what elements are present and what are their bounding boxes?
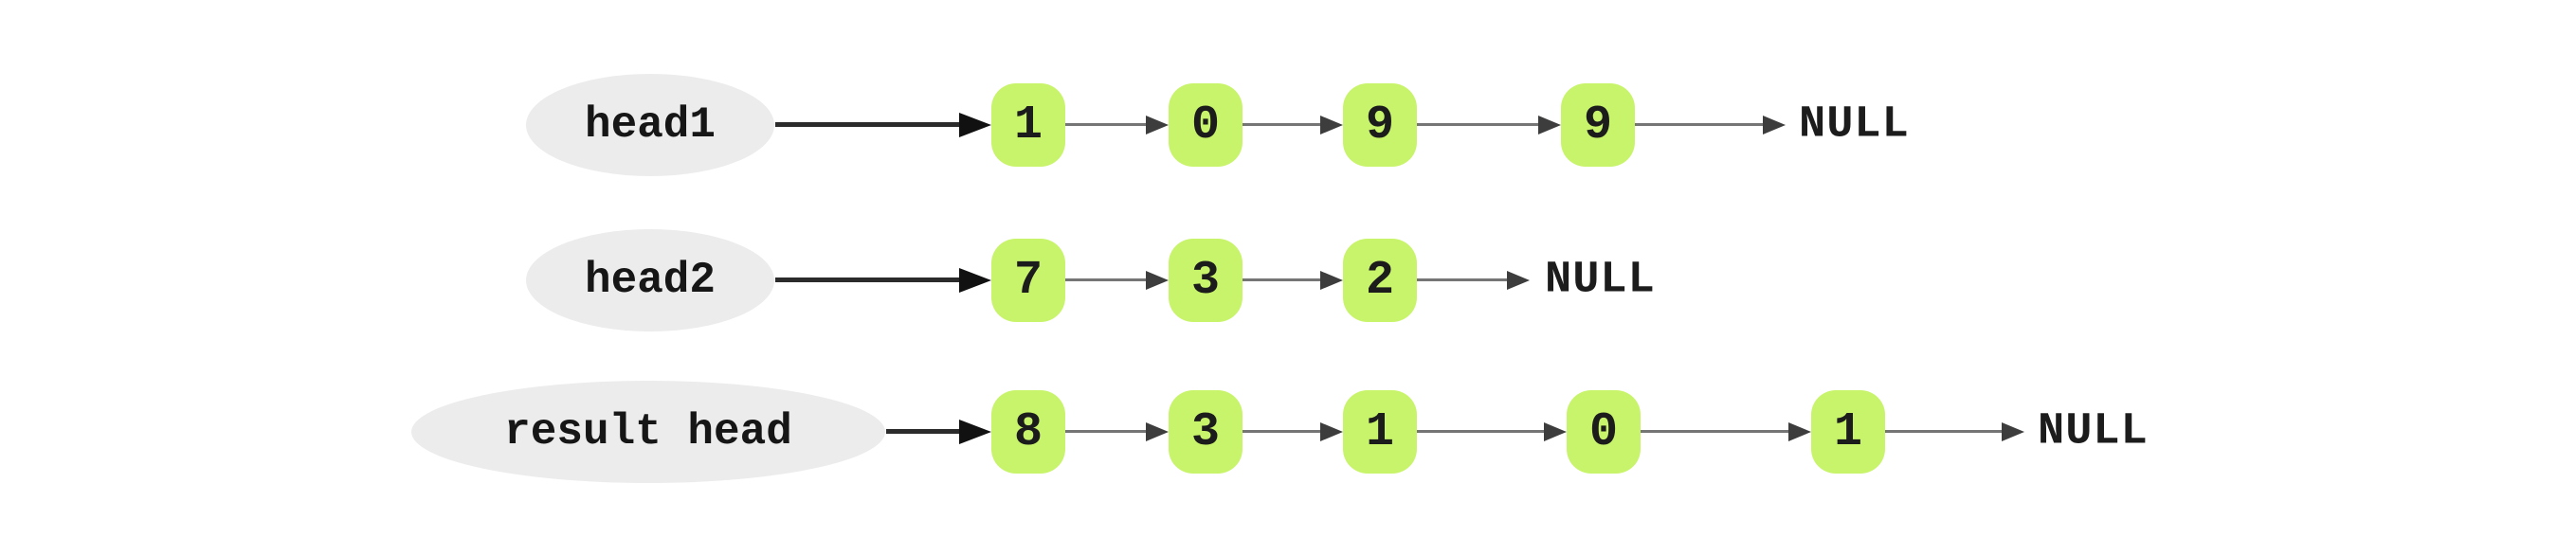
arrow-right-icon <box>2002 422 2024 441</box>
list-node: 9 <box>1561 83 1635 167</box>
arrow-right-icon <box>1146 116 1169 134</box>
node-value: 0 <box>1588 404 1618 459</box>
arrow-right-icon <box>959 113 991 137</box>
connector-line <box>1065 430 1146 433</box>
list-head-label: head1 <box>584 100 717 150</box>
list-node: 3 <box>1169 239 1243 322</box>
list-node: 3 <box>1169 390 1243 474</box>
list-node: 1 <box>1343 390 1417 474</box>
list-node: 8 <box>991 390 1065 474</box>
arrow-right-icon <box>1146 271 1169 290</box>
arrow-right-icon <box>1320 271 1343 290</box>
list-head-ellipse: result head <box>411 381 885 483</box>
null-terminator: NULL <box>2038 406 2149 457</box>
list-head-ellipse: head2 <box>526 229 774 331</box>
head-arrow-line <box>886 429 959 434</box>
list-head-ellipse: head1 <box>526 74 774 176</box>
arrow-right-icon <box>1788 422 1811 441</box>
node-value: 3 <box>1190 404 1220 459</box>
connector-line <box>1065 278 1146 281</box>
node-value: 9 <box>1365 98 1394 152</box>
connector-line <box>1417 430 1544 433</box>
node-value: 9 <box>1583 98 1612 152</box>
list-node: 7 <box>991 239 1065 322</box>
node-value: 1 <box>1013 98 1043 152</box>
connector-line <box>1417 123 1538 126</box>
head-arrow-line <box>775 278 959 282</box>
arrow-right-icon <box>1320 422 1343 441</box>
connector-line <box>1243 123 1320 126</box>
connector-line <box>1243 430 1320 433</box>
arrow-right-icon <box>1320 116 1343 134</box>
null-terminator: NULL <box>1799 99 1910 151</box>
arrow-right-icon <box>1146 422 1169 441</box>
list-head-label: result head <box>504 407 792 457</box>
connector-line <box>1065 123 1146 126</box>
list-node: 2 <box>1343 239 1417 322</box>
head-arrow-line <box>775 122 959 127</box>
node-value: 0 <box>1190 98 1220 152</box>
list-node: 0 <box>1567 390 1641 474</box>
list-node: 1 <box>1811 390 1885 474</box>
node-value: 2 <box>1365 253 1394 308</box>
arrow-right-icon <box>1538 116 1561 134</box>
arrow-right-icon <box>1544 422 1567 441</box>
list-node: 9 <box>1343 83 1417 167</box>
arrow-right-icon <box>1763 116 1786 134</box>
node-value: 1 <box>1833 404 1862 459</box>
arrow-right-icon <box>959 268 991 293</box>
connector-line <box>1885 430 2002 433</box>
node-value: 7 <box>1013 253 1043 308</box>
arrow-right-icon <box>959 420 991 444</box>
connector-line <box>1417 278 1507 281</box>
connector-line <box>1243 278 1320 281</box>
node-value: 3 <box>1190 253 1220 308</box>
connector-line <box>1641 430 1788 433</box>
null-terminator: NULL <box>1545 255 1656 306</box>
arrow-right-icon <box>1507 271 1530 290</box>
connector-line <box>1635 123 1763 126</box>
list-head-label: head2 <box>584 256 717 305</box>
node-value: 8 <box>1013 404 1043 459</box>
list-node: 1 <box>991 83 1065 167</box>
node-value: 1 <box>1365 404 1394 459</box>
list-node: 0 <box>1169 83 1243 167</box>
